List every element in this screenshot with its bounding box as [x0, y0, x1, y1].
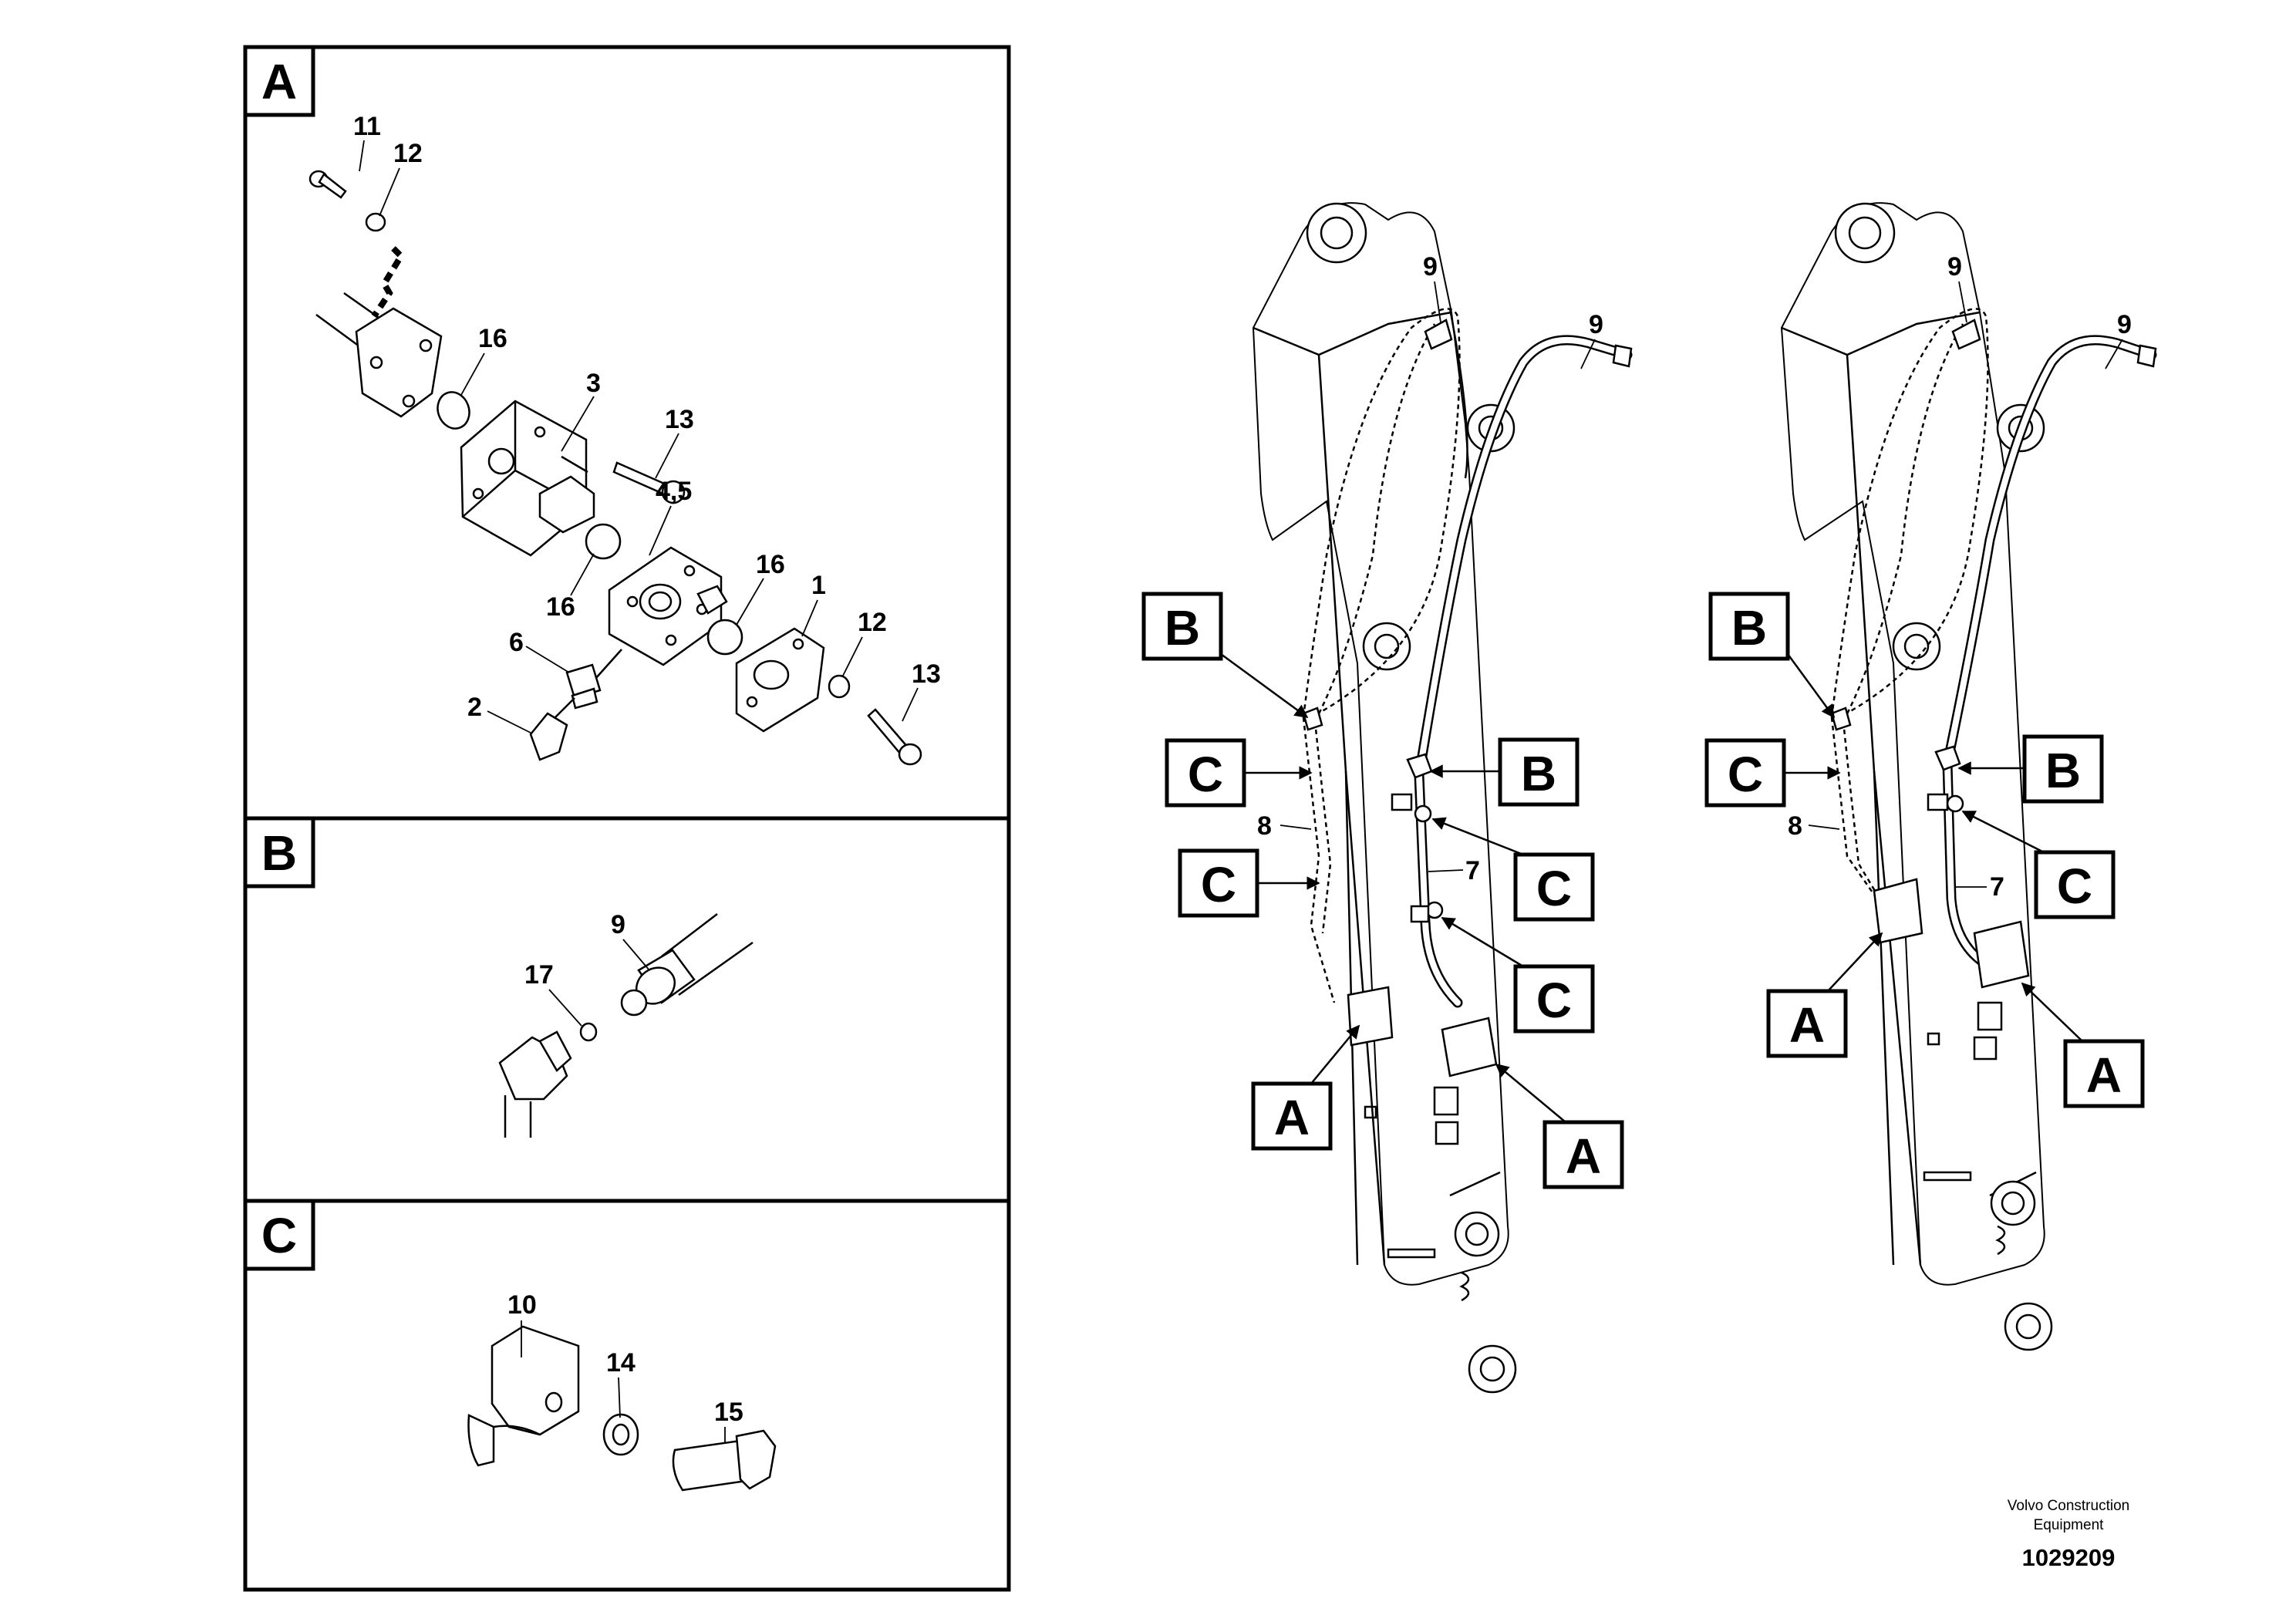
- svg-text:A: A: [261, 54, 297, 110]
- boom-left-callouts: B C C A B C C: [1141, 252, 1624, 1189]
- callout-b-right-right: B: [1957, 734, 2104, 804]
- upper-flange: [315, 292, 443, 418]
- panel-a-labels: 11 12 16 3 13 4,5 16 16 1 12 13 6 2: [353, 112, 941, 733]
- label-7-left: 7: [1465, 856, 1480, 885]
- washer-12-low: [828, 674, 851, 699]
- svg-text:A: A: [2086, 1047, 2122, 1103]
- label-3: 3: [586, 369, 601, 398]
- washer-12-top: [365, 212, 386, 232]
- callout-b-right-left: B: [1429, 737, 1580, 807]
- label-8-right: 8: [1788, 811, 1802, 841]
- svg-text:C: C: [1536, 973, 1572, 1028]
- label-9-right-b: 9: [2117, 310, 2132, 339]
- label-9-detail: 9: [611, 910, 625, 939]
- svg-text:A: A: [1789, 997, 1825, 1053]
- svg-text:B: B: [1731, 600, 1767, 656]
- screw-13-lower: [867, 708, 922, 766]
- label-14: 14: [606, 1348, 636, 1378]
- bolt-15: [672, 1439, 748, 1492]
- callout-a-2-left: A: [1495, 1063, 1624, 1189]
- callout-c-2-right: C: [1961, 810, 2116, 919]
- label-15: 15: [714, 1398, 743, 1427]
- svg-text:B: B: [1165, 600, 1200, 656]
- half-flange-1: [735, 627, 825, 733]
- label-11: 11: [353, 112, 381, 141]
- callout-c-2-left: C: [1178, 848, 1320, 918]
- panel-c-clamp: [467, 1325, 777, 1492]
- bolt-11: [308, 170, 347, 199]
- credit-line-1: Volvo Construction: [2008, 1498, 2129, 1514]
- svg-text:C: C: [261, 1208, 297, 1263]
- boom-right-callouts: B C A B C A 9 9: [1704, 252, 2145, 1108]
- label-9-left-b: 9: [1589, 310, 1603, 339]
- svg-text:B: B: [2045, 743, 2081, 798]
- detail-panels: A B C: [243, 45, 1011, 1592]
- label-8-left: 8: [1257, 811, 1272, 841]
- label-17: 17: [524, 960, 554, 990]
- panel-c-tag: C: [243, 1199, 315, 1271]
- label-16-top: 16: [478, 324, 507, 353]
- callout-a-1-left: A: [1251, 1024, 1360, 1151]
- o-ring-16-top: [437, 391, 470, 430]
- label-13-low: 13: [912, 659, 941, 689]
- o-ring-16-mid: [585, 523, 622, 560]
- label-1: 1: [811, 571, 826, 600]
- washer-14: [602, 1413, 639, 1456]
- svg-text:B: B: [261, 825, 297, 881]
- panel-b-fitting: [498, 913, 754, 1138]
- boom-right-hoses: [1830, 308, 2157, 989]
- svg-text:A: A: [1274, 1090, 1310, 1145]
- svg-text:A: A: [1566, 1128, 1601, 1184]
- label-16-right: 16: [756, 550, 785, 579]
- callout-c-3-left: C: [1431, 817, 1595, 922]
- boom-left: [1252, 202, 1517, 1394]
- credit-line-2: Equipment: [2034, 1517, 2105, 1533]
- valve-block-3: [460, 400, 595, 557]
- label-13-top: 13: [665, 405, 694, 434]
- boom-right: [1780, 202, 2053, 1351]
- label-12-top: 12: [393, 139, 423, 168]
- adapter-6: [565, 663, 602, 710]
- flange-4-5: [595, 546, 728, 679]
- label-12-low: 12: [858, 608, 887, 637]
- screw-13-upper: [612, 461, 686, 504]
- callout-a-1-right: A: [1766, 932, 1883, 1058]
- svg-text:C: C: [1201, 857, 1236, 912]
- panel-b-tag: B: [243, 816, 315, 889]
- callout-b-upper-right: B: [1708, 592, 1836, 719]
- panel-a-tag: A: [243, 45, 315, 117]
- label-7-right: 7: [1990, 872, 2004, 902]
- callout-c-1-right: C: [1704, 738, 1841, 808]
- svg-text:C: C: [2057, 858, 2092, 914]
- o-ring-16-low: [706, 619, 743, 656]
- title-block: Volvo Construction Equipment 1029209: [2008, 1498, 2129, 1571]
- callout-b-upper-left: B: [1141, 592, 1309, 719]
- callout-a-2-right: A: [2021, 982, 2145, 1108]
- svg-text:C: C: [1728, 747, 1763, 802]
- label-9-right-a: 9: [1947, 252, 1962, 282]
- label-2: 2: [467, 693, 482, 722]
- panel-c-labels: 10 14 15: [507, 1290, 743, 1442]
- panel-b-labels: 9 17: [524, 910, 650, 1027]
- document-number: 1029209: [2022, 1544, 2116, 1571]
- label-6: 6: [509, 628, 524, 657]
- svg-text:C: C: [1188, 747, 1223, 802]
- label-9-left-a: 9: [1423, 252, 1438, 282]
- o-ring-17: [579, 1022, 598, 1042]
- label-10: 10: [507, 1290, 537, 1320]
- svg-text:C: C: [1536, 861, 1572, 916]
- cap-2: [529, 697, 575, 761]
- alignment-dash: [371, 246, 406, 319]
- callout-c-1-left: C: [1165, 738, 1313, 808]
- callout-c-4-left: C: [1441, 916, 1595, 1034]
- panel-a-assembly: [308, 170, 922, 766]
- label-4-5: 4,5: [656, 477, 692, 506]
- svg-text:B: B: [1521, 746, 1556, 801]
- label-16-left: 16: [546, 592, 575, 622]
